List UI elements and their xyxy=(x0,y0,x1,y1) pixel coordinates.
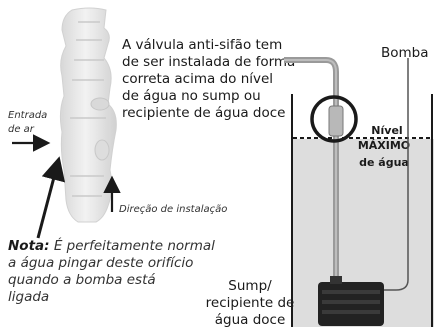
note-prefix: Nota: xyxy=(8,238,50,254)
level-label-line1: Nível xyxy=(371,124,402,137)
sump-label-line2: recipiente de xyxy=(206,295,295,311)
note-pointer-arrow xyxy=(36,156,66,239)
sump-label-line1: Sump/ xyxy=(228,278,272,294)
pump-label: Bomba xyxy=(381,45,429,61)
note-line-4: ligada xyxy=(8,289,49,305)
valve-text-line-3: correta acima do nível xyxy=(122,71,273,87)
air-inlet-label-line1: Entrada xyxy=(8,110,47,121)
valve-text-line-5: recipiente de água doce xyxy=(122,105,286,121)
valve-text-line-2: de ser instalada de forma xyxy=(122,54,295,70)
note-line-1-rest: É perfeitamente normal xyxy=(50,237,216,254)
level-label-line2: MÁXIMO xyxy=(358,139,410,152)
note-line-2: a água pingar deste orifício xyxy=(8,255,193,271)
pump-cable xyxy=(384,58,409,291)
installation-direction-label: Direção de instalação xyxy=(119,204,227,215)
valve-highlight-circle xyxy=(310,95,358,143)
level-label-line3: de água xyxy=(359,156,409,169)
note-line-1: Nota: É perfeitamente normal xyxy=(8,237,215,254)
note-line-3: quando a bomba está xyxy=(8,272,156,288)
inline-valve xyxy=(328,105,344,137)
pump-body xyxy=(318,276,384,326)
valve-text-line-4: de água no sump ou xyxy=(122,88,261,104)
valve-text-line-1: A válvula anti-sifão tem xyxy=(122,37,282,53)
sump-label-line3: água doce xyxy=(215,312,286,327)
air-inlet-label-line2: de ar xyxy=(8,124,35,135)
anti-siphon-valve xyxy=(59,7,117,223)
